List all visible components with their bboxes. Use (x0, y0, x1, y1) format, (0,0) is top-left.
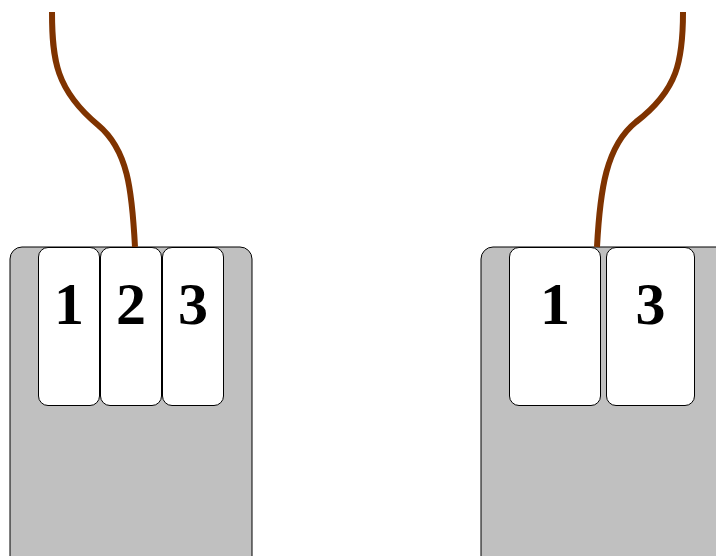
button-number: 3 (607, 274, 694, 334)
mouse-button: 3 (162, 247, 224, 406)
mouse-body (481, 247, 716, 556)
mouse-cord (52, 12, 135, 247)
mouse-cord (597, 12, 683, 247)
button-number: 3 (163, 274, 223, 334)
mouse-button: 3 (606, 247, 695, 406)
button-number: 2 (101, 274, 161, 334)
button-number: 1 (510, 274, 600, 334)
mouse-button: 1 (509, 247, 601, 406)
mouse-button: 1 (38, 247, 100, 406)
button-number: 1 (39, 274, 99, 334)
mouse-button: 2 (100, 247, 162, 406)
mouse-body (10, 247, 252, 556)
